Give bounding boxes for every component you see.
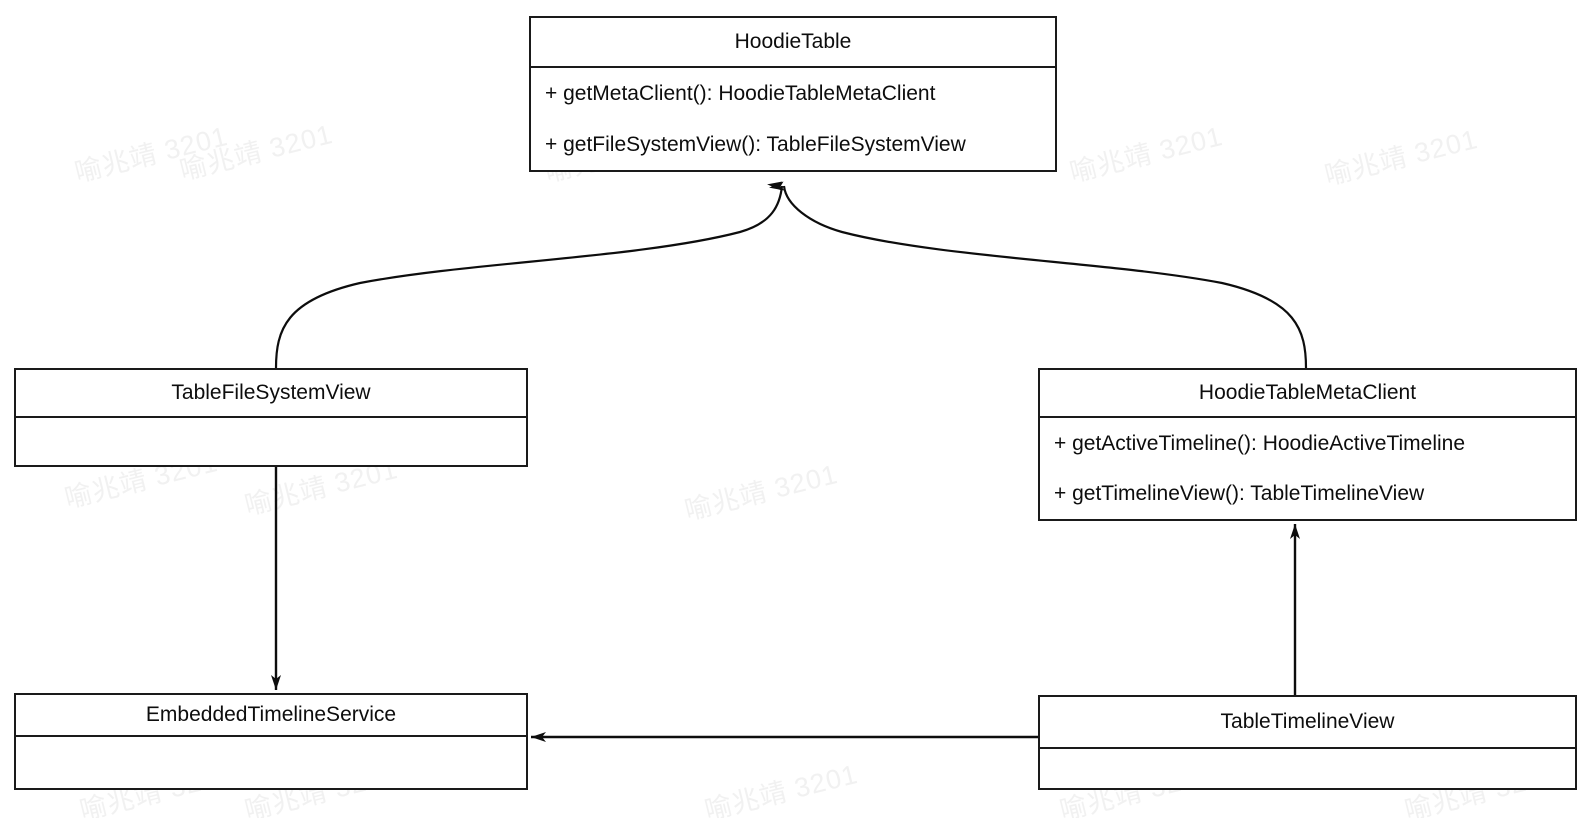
class-title-embedded-timeline-service: EmbeddedTimelineService (16, 695, 526, 737)
watermark-text: 喻兆靖 3201 (71, 120, 231, 188)
class-member: + getFileSystemView(): TableFileSystemVi… (545, 132, 966, 156)
class-box-table-timeline-view[interactable]: TableTimelineView (1038, 695, 1577, 790)
watermark-text: 喻兆靖 3201 (701, 758, 861, 818)
watermark-text: 喻兆靖 3201 (1321, 123, 1481, 191)
class-members-embedded-timeline-service (16, 737, 526, 788)
class-title-hoodie-table-meta-client: HoodieTableMetaClient (1040, 370, 1575, 418)
class-box-embedded-timeline-service[interactable]: EmbeddedTimelineService (14, 693, 528, 790)
class-box-table-file-system-view[interactable]: TableFileSystemView (14, 368, 528, 467)
class-box-hoodie-table[interactable]: HoodieTable + getMetaClient(): HoodieTab… (529, 16, 1057, 172)
edge-hoodie-table-meta-client-to-hoodie-table (769, 181, 1308, 369)
class-member: + getMetaClient(): HoodieTableMetaClient (545, 81, 936, 105)
watermark-text: 喻兆靖 3201 (681, 458, 841, 526)
class-members-table-file-system-view (16, 418, 526, 465)
class-title-hoodie-table: HoodieTable (531, 18, 1055, 68)
watermark-text: 喻兆靖 3201 (1066, 120, 1226, 188)
class-member: + getTimelineView(): TableTimelineView (1054, 481, 1425, 505)
class-box-hoodie-table-meta-client[interactable]: HoodieTableMetaClient + getActiveTimelin… (1038, 368, 1577, 521)
watermark-text: 喻兆靖 3201 (176, 118, 336, 186)
class-title-table-timeline-view: TableTimelineView (1040, 697, 1575, 749)
class-members-hoodie-table: + getMetaClient(): HoodieTableMetaClient… (531, 68, 1055, 170)
class-title-table-file-system-view: TableFileSystemView (16, 370, 526, 418)
class-members-hoodie-table-meta-client: + getActiveTimeline(): HoodieActiveTimel… (1040, 418, 1575, 519)
class-members-table-timeline-view (1040, 749, 1575, 788)
edge-table-file-system-view-to-hoodie-table (274, 181, 784, 369)
class-member: + getActiveTimeline(): HoodieActiveTimel… (1054, 431, 1466, 455)
